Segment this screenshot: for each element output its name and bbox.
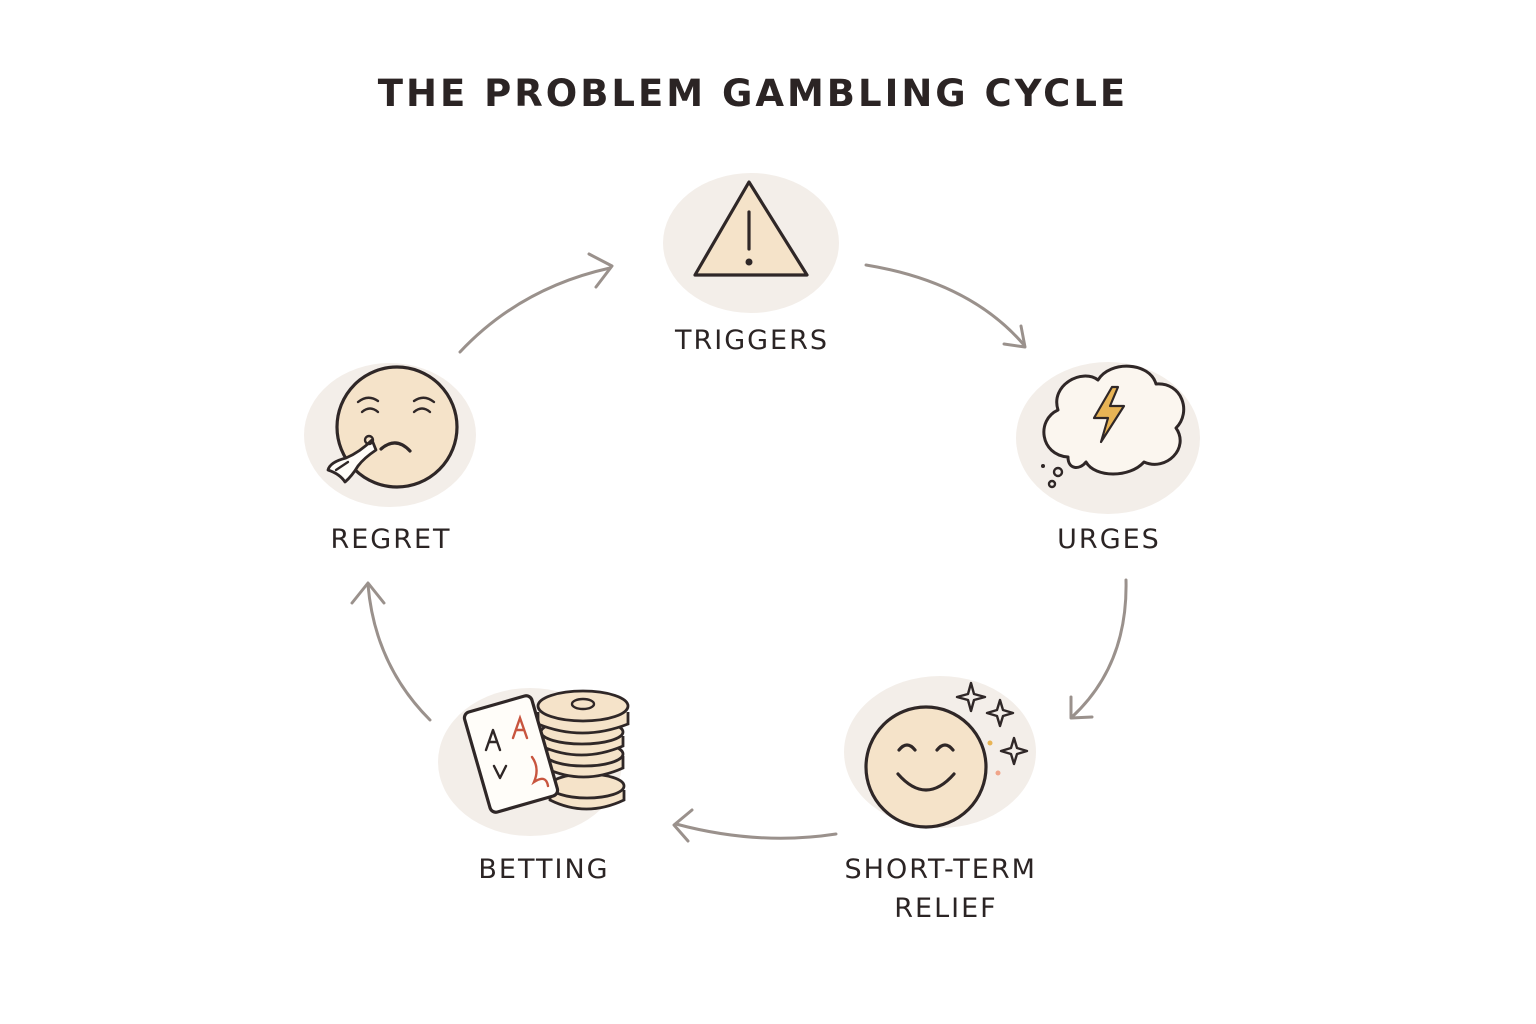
playing-card [462,694,560,814]
node-regret: REGRET [304,363,476,555]
diagram-title: THE PROBLEM GAMBLING CYCLE [378,72,1128,115]
step-label-regret: REGRET [330,524,451,555]
arrow-regret-to-triggers [458,252,614,354]
node-betting: BETTING [438,688,630,885]
node-urges: URGES [1016,362,1200,555]
thought-bubble-lightning-icon [1016,362,1200,514]
step-label-short-term-relief: SHORT-TERM RELIEF [845,854,1048,924]
smiling-face-sparkles-icon [844,676,1036,829]
node-triggers: TRIGGERS [663,173,839,356]
arrow-triggers-to-urges [864,263,1027,349]
step-label-betting: BETTING [478,854,609,885]
arrow-betting-to-regret [350,581,432,722]
warning-triangle-icon [663,173,839,313]
coin-stack [536,689,630,811]
node-short-term-relief: SHORT-TERM RELIEF [844,676,1048,924]
cycle-arrows [350,252,1128,843]
step-label-triggers: TRIGGERS [674,325,829,356]
sad-face-tissue-icon [304,363,476,507]
cards-and-coins-icon [438,688,630,836]
arrow-urges-to-relief [1069,578,1128,720]
arrow-relief-to-betting [672,808,838,843]
step-label-urges: URGES [1057,524,1161,555]
